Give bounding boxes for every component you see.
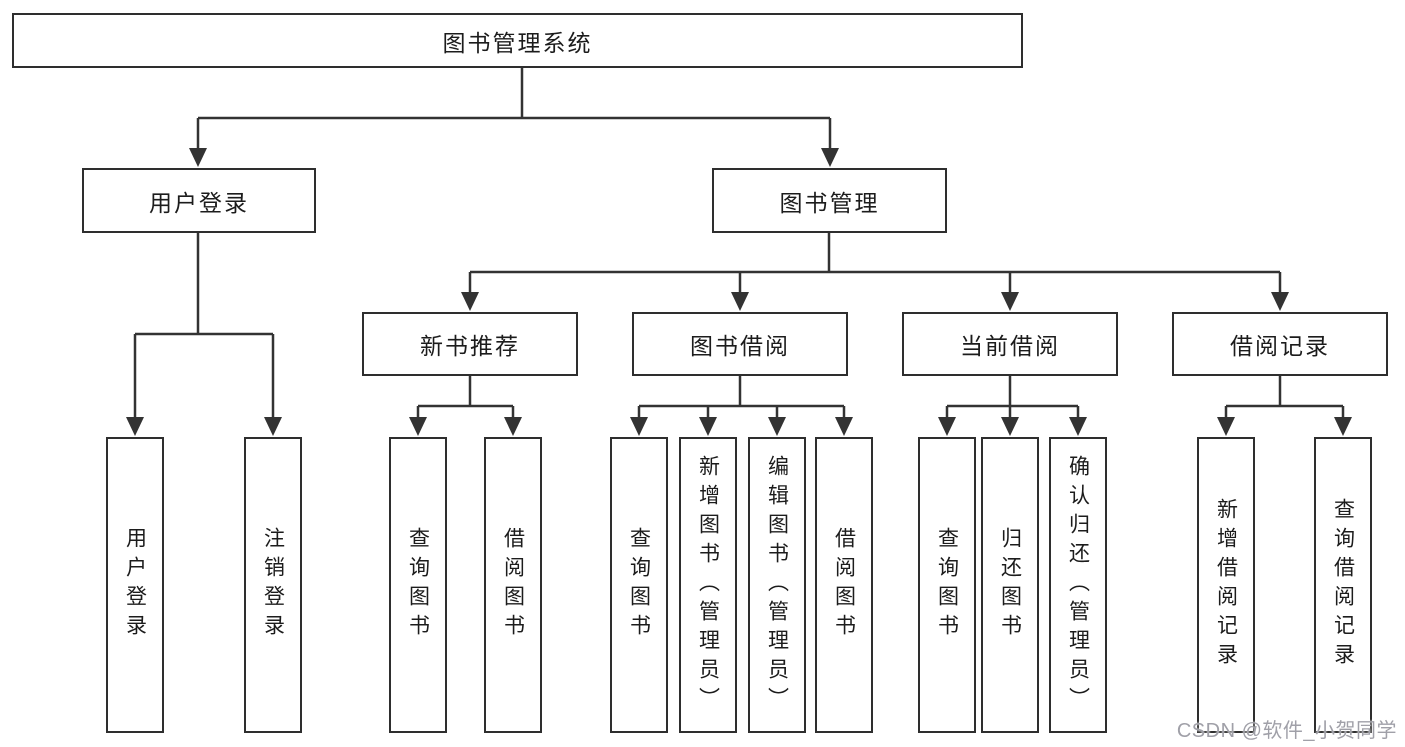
leaf-logout: 注销登录 [244, 437, 302, 733]
node-label: 查询图书 [935, 527, 959, 643]
leaf-borrow-edit-book-admin: 编辑图书（管理员） [748, 437, 806, 733]
arrowhead-icon [1271, 292, 1289, 311]
arrowhead-icon [1334, 417, 1352, 436]
leaf-recommend-borrow-book: 借阅图书 [484, 437, 542, 733]
node-label: 查询借阅记录 [1331, 498, 1355, 672]
arrowhead-icon [731, 292, 749, 311]
leaf-borrow-query-book: 查询图书 [610, 437, 668, 733]
arrowhead-icon [1069, 417, 1087, 436]
arrowhead-icon [504, 417, 522, 436]
node-label: 注销登录 [261, 527, 285, 643]
leaf-current-query-book: 查询图书 [918, 437, 976, 733]
node-label: 新增借阅记录 [1214, 498, 1238, 672]
arrowhead-icon [189, 148, 207, 167]
node-label: 借阅记录 [1230, 333, 1330, 359]
node-label: 图书借阅 [690, 333, 790, 359]
csdn-watermark: CSDN @软件_小贺同学 [1176, 720, 1397, 742]
node-label: 新书推荐 [420, 333, 520, 359]
arrowhead-icon [1217, 417, 1235, 436]
node-label: 编辑图书（管理员） [765, 454, 789, 716]
leaf-current-confirm-return-admin: 确认归还（管理员） [1049, 437, 1107, 733]
arrowhead-icon [699, 417, 717, 436]
arrowhead-icon [835, 417, 853, 436]
node-label: 图书管理系统 [442, 29, 593, 56]
node-new-book-recommend: 新书推荐 [362, 312, 578, 376]
arrowhead-icon [1001, 292, 1019, 311]
arrowhead-icon [821, 148, 839, 167]
node-label: 借阅图书 [832, 527, 856, 643]
node-book-borrow: 图书借阅 [632, 312, 848, 376]
node-borrow-records: 借阅记录 [1172, 312, 1388, 376]
node-user-login-branch: 用户登录 [82, 168, 316, 233]
leaf-records-add-record: 新增借阅记录 [1197, 437, 1255, 733]
leaf-records-query-record: 查询借阅记录 [1314, 437, 1372, 733]
leaf-borrow-borrow-book: 借阅图书 [815, 437, 873, 733]
node-label: 归还图书 [998, 527, 1022, 643]
arrowhead-icon [1001, 417, 1019, 436]
node-label: 新增图书（管理员） [696, 454, 720, 716]
node-book-management: 图书管理 [712, 168, 947, 233]
arrowhead-icon [461, 292, 479, 311]
arrowhead-icon [630, 417, 648, 436]
node-current-borrow: 当前借阅 [902, 312, 1118, 376]
arrowhead-icon [768, 417, 786, 436]
node-label: 用户登录 [149, 189, 249, 216]
node-label: 确认归还（管理员） [1066, 454, 1090, 716]
arrowhead-icon [409, 417, 427, 436]
arrowhead-icon [938, 417, 956, 436]
node-label: 用户登录 [123, 527, 147, 643]
arrowhead-icon [126, 417, 144, 436]
leaf-user-login: 用户登录 [106, 437, 164, 733]
leaf-current-return-book: 归还图书 [981, 437, 1039, 733]
node-label: 图书管理 [779, 189, 880, 216]
arrowhead-icon [264, 417, 282, 436]
node-label: 当前借阅 [960, 333, 1060, 359]
leaf-recommend-query-book: 查询图书 [389, 437, 447, 733]
node-label: 借阅图书 [501, 527, 525, 643]
node-library-management-system: 图书管理系统 [12, 13, 1023, 68]
node-label: 查询图书 [406, 527, 430, 643]
node-label: 查询图书 [627, 527, 651, 643]
leaf-borrow-add-book-admin: 新增图书（管理员） [679, 437, 737, 733]
